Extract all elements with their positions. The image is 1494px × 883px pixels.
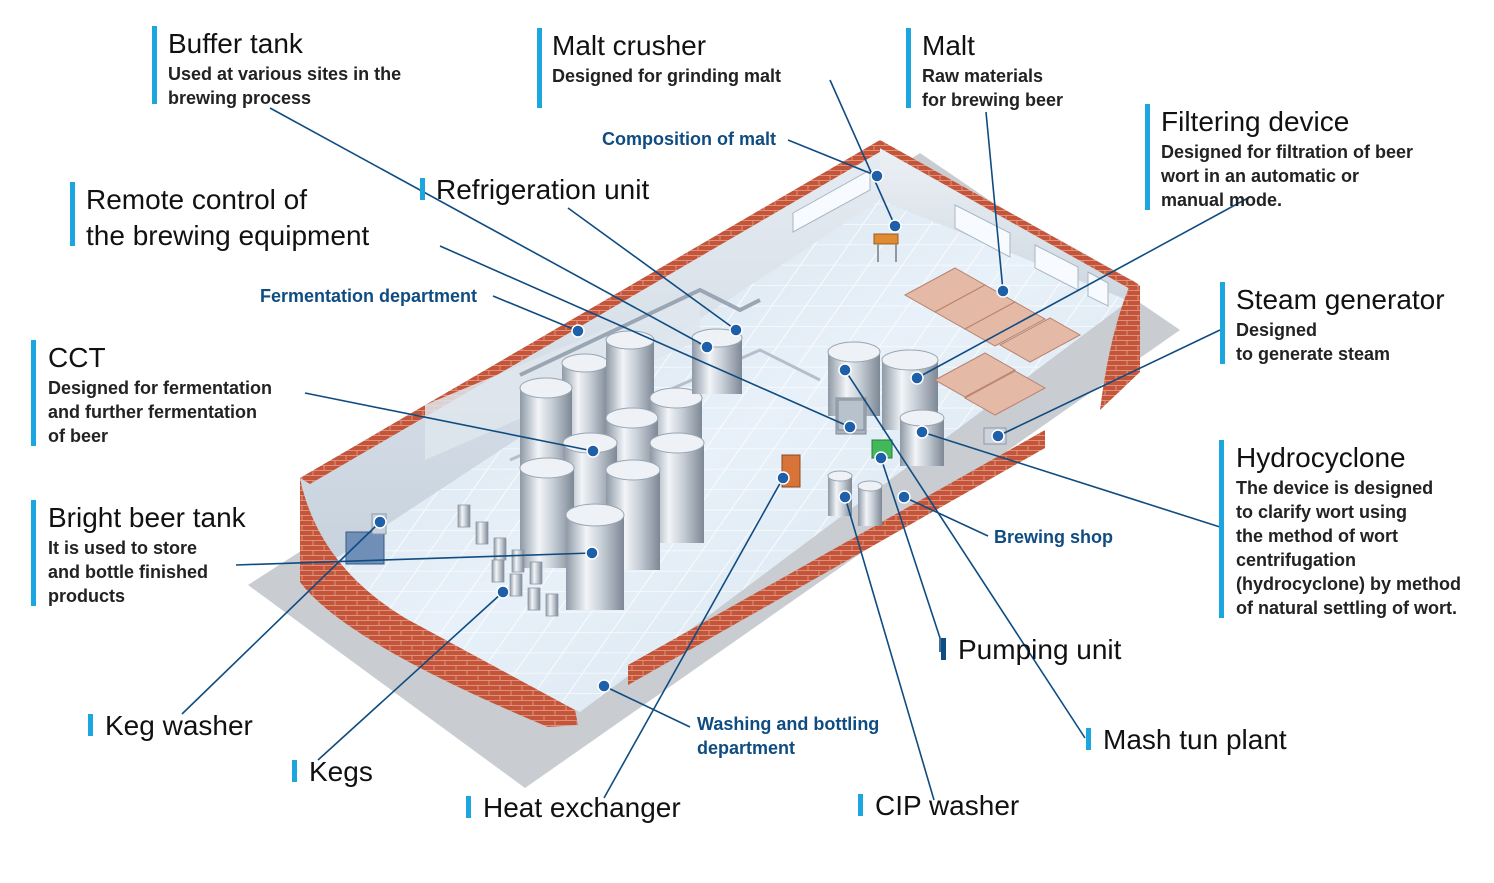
cct-title: CCT — [48, 342, 106, 373]
accent-bar — [537, 28, 542, 108]
label-kegs: Kegs — [292, 754, 373, 790]
malt-crusher-title: Malt crusher — [552, 30, 707, 61]
refrigeration-unit-shape — [691, 328, 743, 394]
label-steam-generator: Steam generator Designed to generate ste… — [1220, 282, 1445, 364]
steam-generator-desc-2: to generate steam — [1236, 344, 1391, 364]
hydrocyclone-desc-3: the method of wort — [1236, 526, 1398, 546]
accent-bar — [1145, 104, 1150, 210]
zone-composition-of-malt: Composition of malt — [602, 129, 776, 149]
steam-generator-desc-1: Designed — [1236, 320, 1318, 340]
accent-bar — [152, 26, 157, 104]
label-filtering-device: Filtering device Designed for filtration… — [1145, 104, 1413, 210]
pumping-unit-title: Pumping unit — [958, 634, 1122, 665]
bright-beer-tank — [565, 503, 625, 610]
hydrocyclone-title: Hydrocyclone — [1236, 442, 1406, 473]
accent-bar — [70, 182, 75, 246]
mash-tun-plant-title: Mash tun plant — [1103, 724, 1287, 755]
label-malt: Malt Raw materials for brewing beer — [906, 28, 1063, 110]
right-brick-wall — [1100, 280, 1140, 410]
accent-bar — [941, 638, 946, 660]
filtering-device-desc-3: manual mode. — [1161, 190, 1283, 210]
cct-tanks — [519, 330, 705, 570]
cct-desc-2: and further fermentation — [48, 402, 258, 422]
accent-bar — [906, 28, 911, 108]
accent-bar — [88, 714, 93, 736]
buffer-tank-title: Buffer tank — [168, 28, 303, 59]
refrigeration-unit-title: Refrigeration unit — [436, 174, 650, 205]
label-keg-washer: Keg washer — [88, 708, 253, 744]
accent-bar — [292, 760, 297, 782]
hydrocyclone-desc-4: centrifugation — [1236, 550, 1356, 570]
zone-brewing-shop: Brewing shop — [994, 527, 1114, 547]
accent-bar — [31, 340, 36, 446]
zone-fermentation-department: Fermentation department — [260, 286, 478, 306]
label-cip-washer: CIP washer — [858, 788, 1019, 824]
label-mash-tun-plant: Mash tun plant — [1086, 722, 1287, 758]
label-hydrocyclone: Hydrocyclone The device is designed to c… — [1219, 440, 1461, 618]
zone-washing-bottling: Washing and bottling department — [697, 712, 879, 760]
accent-bar — [1086, 728, 1091, 750]
label-heat-exchanger: Heat exchanger — [466, 790, 681, 826]
malt-crusher-shape — [873, 233, 899, 262]
label-refrigeration-unit: Refrigeration unit — [420, 172, 649, 208]
accent-bar — [858, 794, 863, 816]
bright-beer-tank-title: Bright beer tank — [48, 502, 246, 533]
callout-markers — [373, 169, 1010, 693]
label-malt-crusher: Malt crusher Designed for grinding malt — [537, 28, 781, 108]
zone-washing-bottling-line-2: department — [697, 738, 796, 758]
remote-control-title-1: Remote control of — [86, 184, 307, 215]
buffer-tank-desc-1: Used at various sites in the — [168, 64, 402, 84]
cip-washer-title: CIP washer — [875, 790, 1020, 821]
malt-desc-2: for brewing beer — [922, 90, 1064, 110]
keg-washer-title: Keg washer — [105, 710, 253, 741]
kegs-shape — [457, 504, 559, 617]
hydrocyclone-desc-5: (hydrocyclone) by method — [1236, 574, 1462, 594]
bright-beer-tank-desc-1: It is used to store — [48, 538, 198, 558]
buffer-tank-desc-2: brewing process — [168, 88, 312, 108]
cct-desc-1: Designed for fermentation — [48, 378, 273, 398]
left-brick-wall — [300, 478, 578, 727]
remote-control-title-2: the brewing equipment — [86, 220, 370, 251]
label-remote-control: Remote control of the brewing equipment — [70, 182, 369, 251]
hydrocyclone-desc-1: The device is designed — [1236, 478, 1434, 498]
malt-crusher-desc-1: Designed for grinding malt — [552, 66, 782, 86]
label-buffer-tank: Buffer tank Used at various sites in the… — [152, 26, 402, 108]
label-cct: CCT Designed for fermentation and furthe… — [31, 340, 272, 446]
front-brick-wall — [628, 430, 1045, 685]
pipework — [519, 287, 761, 377]
cct-desc-3: of beer — [48, 426, 109, 446]
malt-desc-1: Raw materials — [922, 66, 1044, 86]
accent-bar — [1220, 282, 1225, 364]
steam-generator-title: Steam generator — [1236, 284, 1445, 315]
floor-tiles — [300, 185, 1130, 712]
filtering-device-title: Filtering device — [1161, 106, 1350, 137]
accent-bar — [466, 796, 471, 818]
back-right-wall-top — [876, 140, 1138, 290]
label-pumping-unit: Pumping unit — [941, 632, 1121, 668]
hydrocyclone-desc-6: of natural settling of wort. — [1236, 598, 1457, 618]
filtering-device-desc-2: wort in an automatic or — [1161, 166, 1360, 186]
accent-bar — [31, 500, 36, 606]
label-bright-beer-tank: Bright beer tank It is used to store and… — [31, 500, 246, 606]
accent-bar — [420, 178, 425, 200]
bright-beer-tank-desc-3: products — [48, 586, 126, 606]
heat-exchanger-title: Heat exchanger — [483, 792, 681, 823]
callout-lines — [181, 79, 1249, 801]
zone-washing-bottling-line-1: Washing and bottling — [697, 714, 880, 734]
filtering-device-desc-1: Designed for filtration of beer — [1161, 142, 1414, 162]
hydrocyclone-desc-2: to clarify wort using — [1236, 502, 1408, 522]
malt-pallets — [903, 267, 1082, 416]
kegs-title: Kegs — [309, 756, 373, 787]
accent-bar — [1219, 440, 1224, 618]
bright-beer-tank-desc-2: and bottle finished — [48, 562, 208, 582]
malt-title: Malt — [922, 30, 975, 61]
